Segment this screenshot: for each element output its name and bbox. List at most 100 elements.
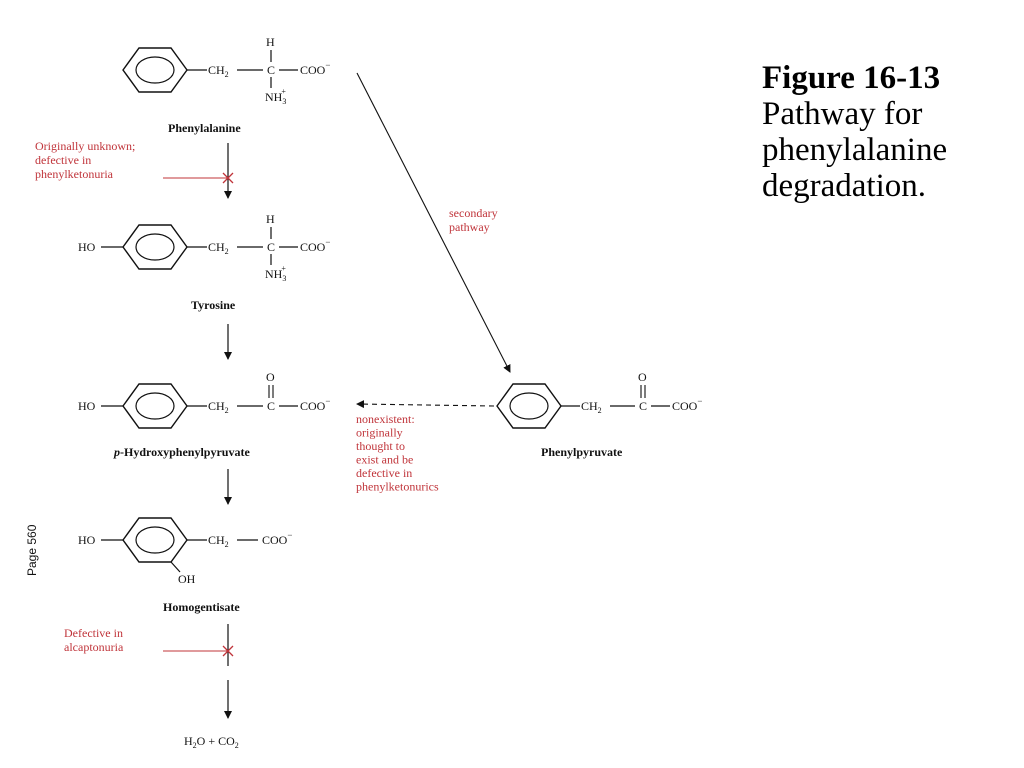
annotation-line: exist and be (356, 453, 413, 467)
benzene-ring (496, 383, 562, 429)
block-x-mark (222, 645, 234, 657)
benzene-ring (122, 224, 188, 270)
ch2-subscript: 2 (225, 540, 229, 549)
name-prefix-italic: p (113, 445, 120, 459)
homogentisate-structure: HO OH CH2 COO− Homogentisate (78, 517, 292, 614)
svg-text:NH3+: NH3+ (265, 87, 286, 106)
annotation-line: phenylketonurics (356, 480, 439, 494)
phenylpyruvate-structure: CH2 C O COO− Phenylpyruvate (496, 370, 702, 459)
svg-text:COO−: COO− (300, 396, 330, 413)
ch2-subscript: 2 (225, 406, 229, 415)
keto-carbon: C (639, 399, 647, 413)
svg-text:COO−: COO− (262, 530, 292, 547)
annotation-line: pathway (449, 220, 490, 234)
compound-name-phenylalanine: Phenylalanine (168, 121, 241, 135)
ch2-label: CH (208, 240, 225, 254)
water-subscript: 2 (193, 741, 197, 750)
arrow-nonexistent-dashed (356, 400, 495, 409)
annotation-line: originally (356, 426, 403, 440)
phenylalanine-structure: CH2 C H NH3+ COO− Phenylalanine (122, 35, 330, 135)
carboxylate-label: COO (672, 399, 698, 413)
oxygen-label: O (266, 370, 275, 384)
block-x-mark (222, 172, 234, 184)
amine-label: NH (265, 90, 283, 104)
page-number-label: Page 560 (25, 524, 39, 576)
hydroxyl-label: HO (78, 533, 96, 547)
annotation-line: defective in (356, 466, 412, 480)
hydroxyl-label: HO (78, 240, 96, 254)
amine-subscript: 3 (282, 274, 286, 283)
svg-text:COO−: COO− (300, 60, 330, 77)
tyrosine-structure: HO CH2 C H NH3+ COO− Tyrosine (78, 212, 330, 312)
svg-text:CH2: CH2 (208, 63, 229, 79)
amine-label: NH (265, 267, 283, 281)
svg-text:H2O + CO2: H2O + CO2 (184, 734, 239, 750)
keto-carbon: C (267, 399, 275, 413)
svg-text:NH3+: NH3+ (265, 264, 286, 283)
ch2-subscript: 2 (598, 406, 602, 415)
compound-name-phenylpyruvate: Phenylpyruvate (541, 445, 623, 459)
hydrogen-label: H (266, 35, 275, 49)
svg-text:COO−: COO− (672, 396, 702, 413)
svg-text:COO−: COO− (300, 237, 330, 254)
ch2-label: CH (208, 63, 225, 77)
water-o-co2: O + CO (197, 734, 235, 748)
svg-text:Originally unknown;defective i: Originally unknown;defective inphenylket… (35, 139, 135, 181)
annotation-line: phenylketonuria (35, 167, 114, 181)
figure-caption: Figure 16-13 Pathway for phenylalanine d… (762, 60, 1012, 204)
compound-name-homogentisate: Homogentisate (163, 600, 240, 614)
hydrogen-label: H (266, 212, 275, 226)
carboxylate-charge: − (325, 237, 330, 247)
water-h: H (184, 734, 193, 748)
svg-text:CH2: CH2 (208, 240, 229, 256)
arrow-secondary-pathway (356, 72, 511, 373)
benzene-ring (122, 47, 188, 93)
figure-description: Pathway for phenylalanine degradation. (762, 96, 948, 204)
amine-superscript: + (281, 264, 286, 273)
ortho-hydroxyl-label: OH (178, 572, 196, 586)
svg-text:CH2: CH2 (208, 399, 229, 415)
svg-text:CH2: CH2 (208, 533, 229, 549)
final-products: H2O + CO2 (184, 734, 239, 750)
carboxylate-charge: − (325, 60, 330, 70)
annotation-line: secondary (449, 206, 498, 220)
annotation-line: alcaptonuria (64, 640, 124, 654)
ch2-label: CH (208, 533, 225, 547)
amine-subscript: 3 (282, 97, 286, 106)
annotation-line: Originally unknown; (35, 139, 135, 153)
co2-subscript: 2 (235, 741, 239, 750)
compound-name-hydroxyphenylpyruvate: -Hydroxyphenylpyruvate (120, 445, 250, 459)
svg-text:CH2: CH2 (581, 399, 602, 415)
alpha-carbon: C (267, 240, 275, 254)
alpha-carbon: C (267, 63, 275, 77)
carboxylate-label: COO (300, 240, 326, 254)
ch2-subscript: 2 (225, 70, 229, 79)
annotation-line: thought to (356, 439, 405, 453)
carboxylate-charge: − (287, 530, 292, 540)
ch2-subscript: 2 (225, 247, 229, 256)
compound-name-tyrosine: Tyrosine (191, 298, 236, 312)
benzene-ring (122, 517, 188, 563)
svg-text:p-Hydroxyphenylpyruvate: p-Hydroxyphenylpyruvate (113, 445, 250, 459)
hydroxyl-label: HO (78, 399, 96, 413)
annotation-line: Defective in (64, 626, 123, 640)
carboxylate-label: COO (262, 533, 288, 547)
annotation-line: defective in (35, 153, 91, 167)
hydroxyphenylpyruvate-structure: HO CH2 C O COO− p-Hydroxyphenylpyruvate (78, 370, 330, 459)
annotation-line: nonexistent: (356, 412, 415, 426)
carboxylate-label: COO (300, 399, 326, 413)
oxygen-label: O (638, 370, 647, 384)
amine-superscript: + (281, 87, 286, 96)
ch2-label: CH (581, 399, 598, 413)
carboxylate-charge: − (697, 396, 702, 406)
figure-number: Figure 16-13 (762, 60, 941, 96)
ch2-label: CH (208, 399, 225, 413)
